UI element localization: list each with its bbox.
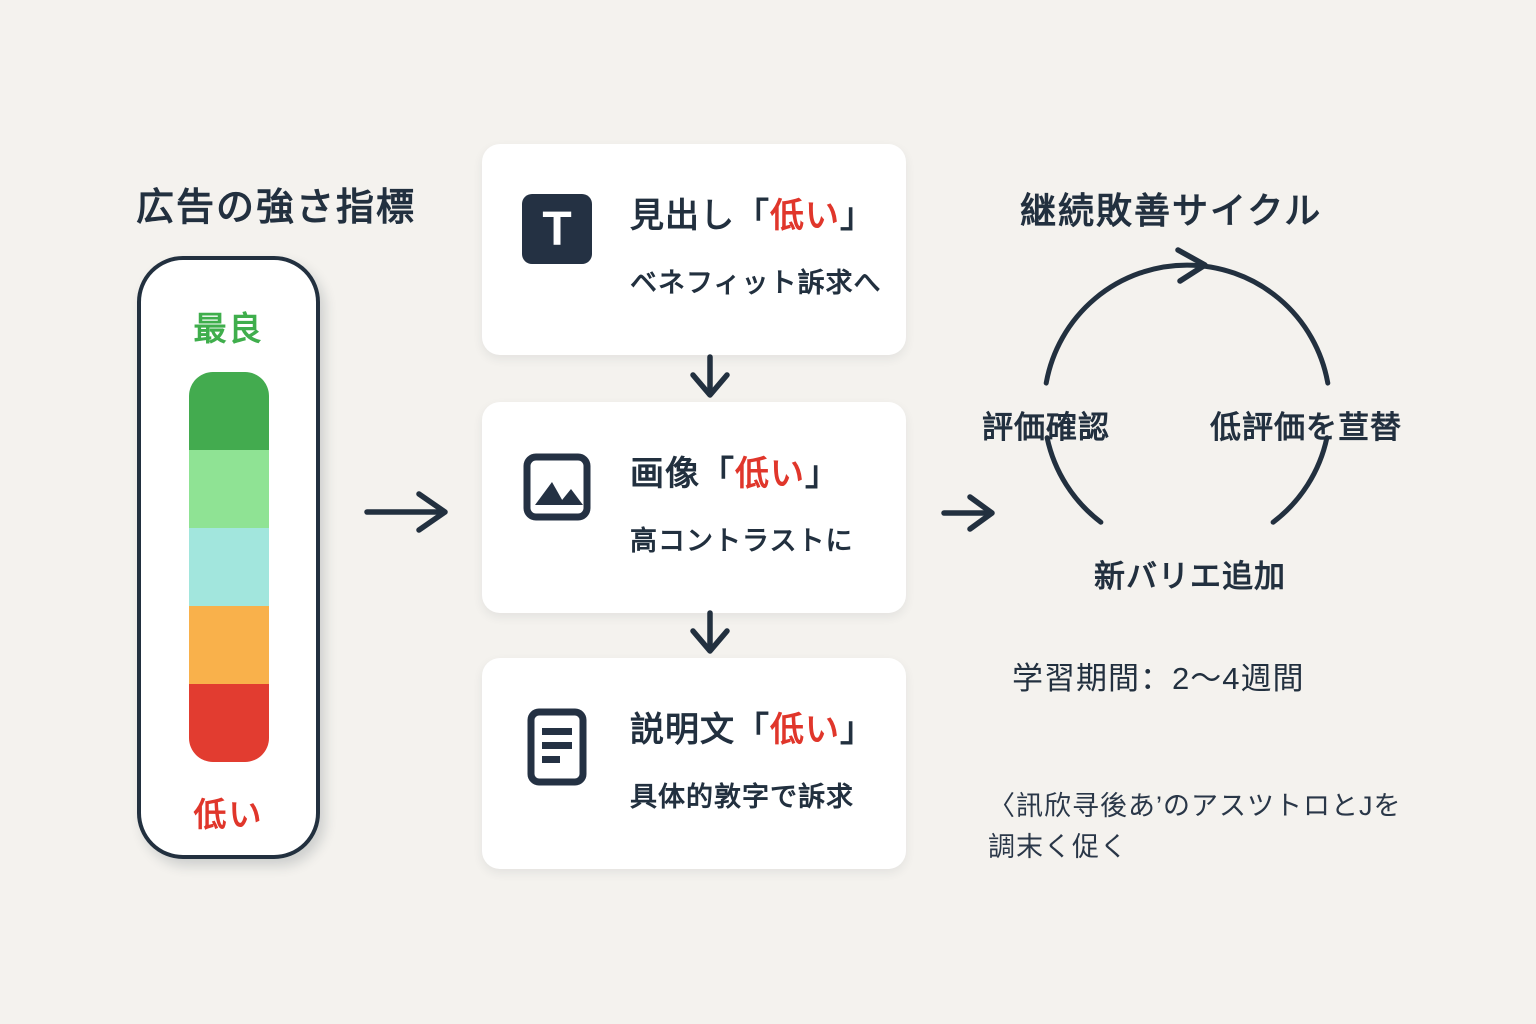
ad-strength-title: 広告の強さ指標	[136, 187, 417, 229]
description-card-title: 説明文「低い」	[630, 711, 875, 749]
image-low-accent: 低い	[735, 455, 805, 493]
scale-segment-best	[189, 372, 269, 450]
ad-strength-scale: 最良 低い	[137, 256, 320, 859]
description-card-subtitle: 具体的敦字で訴求	[630, 782, 854, 812]
headline-card-subtitle: ベネフィット訴求へ	[630, 268, 882, 298]
arrow-down-icon	[690, 610, 730, 654]
headline-low-accent: 低い	[770, 197, 840, 235]
cycle-circle-icon	[1043, 247, 1331, 525]
cycle-note-text: 〈訊欣寻後あ’のアスツトロとJを 調末く促く	[988, 786, 1402, 867]
cycle-note-line2: 調末く促く	[988, 831, 1128, 862]
scale-best-label: 最良	[193, 310, 264, 347]
headline-card: T 見出し「低い」 ベネフィット訴求へ	[482, 144, 906, 355]
cycle-step-replace: 低評価を荁替	[1210, 410, 1402, 445]
scale-segment-average	[189, 528, 269, 606]
image-icon	[522, 452, 592, 522]
cycle-note-line1: 〈訊欣寻後あ’のアスツトロとJを	[988, 791, 1402, 821]
image-card-title: 画像「低い」	[630, 455, 840, 493]
description-card: 説明文「低い」 具体的敦字で訴求	[482, 658, 906, 869]
arrow-right-icon	[364, 491, 448, 533]
scale-color-bar	[189, 372, 269, 762]
cycle-step-add-variation: 新バリエ追加	[1094, 559, 1286, 594]
description-low-accent: 低い	[770, 711, 840, 749]
cycle-step-check: 評価確認	[982, 410, 1110, 445]
text-icon: T	[522, 194, 592, 264]
scale-segment-poor	[189, 606, 269, 684]
arrow-right-icon	[941, 494, 995, 532]
image-card: 画像「低い」 高コントラストに	[482, 402, 906, 613]
image-card-subtitle: 高コントラストに	[630, 526, 854, 556]
learning-period-text: 学習期間：2〜4週間	[1012, 661, 1305, 696]
scale-low-label: 低い	[193, 796, 264, 833]
document-icon	[522, 708, 592, 786]
scale-segment-very-good	[189, 450, 269, 528]
cycle-title: 継続敗善サイクル	[1020, 190, 1323, 231]
headline-card-title: 見出し「低い」	[630, 197, 875, 235]
scale-segment-low	[189, 684, 269, 762]
arrow-down-icon	[690, 354, 730, 398]
